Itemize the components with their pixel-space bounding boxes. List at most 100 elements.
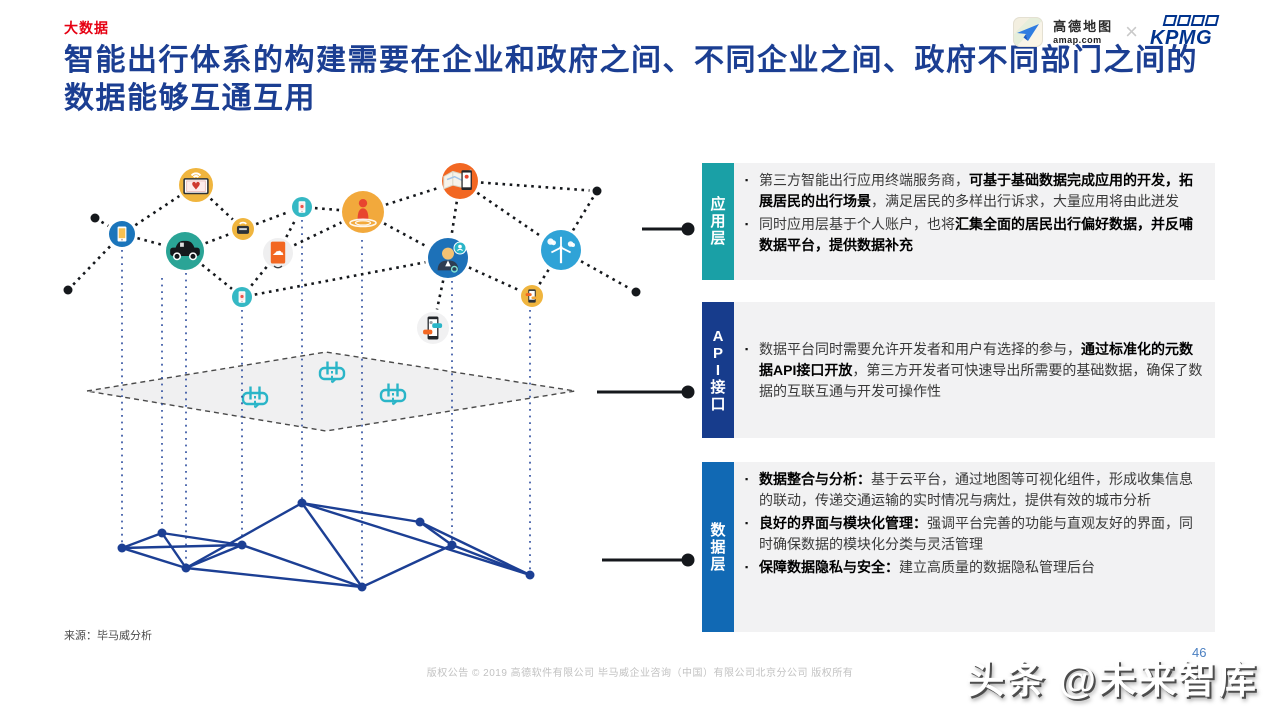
- header-logos: 高德地图 amap.com × KPMG: [1013, 14, 1220, 50]
- api-connector-icon: [318, 361, 346, 384]
- eyebrow-label: 大数据: [64, 20, 109, 36]
- bullet-text: 第三方智能出行应用终端服务商，可基于基础数据完成应用的开发，拓展居民的出行场景，…: [759, 172, 1193, 209]
- app-network-edge: [137, 236, 165, 247]
- car-service-node: [166, 232, 204, 270]
- layer-label: 应用层: [702, 163, 734, 280]
- data-mesh-node: [525, 570, 535, 580]
- data-mesh-edge: [301, 501, 531, 577]
- data-mesh-edge: [185, 566, 363, 589]
- amap-logo-icon: [1013, 17, 1044, 47]
- app-network-edge: [314, 206, 340, 212]
- app-network-edge: [255, 210, 291, 226]
- layer-label-char: 据: [710, 538, 726, 556]
- layer-connector: [597, 385, 695, 399]
- user-person-node: [342, 191, 384, 233]
- layer-label-char: 用: [710, 213, 726, 230]
- map-navigation-node: [442, 163, 478, 199]
- layer-label-char: 应: [710, 196, 726, 213]
- layer-label-char: 接: [710, 378, 726, 396]
- api-platform-diamond: [86, 351, 576, 432]
- layer-connector: [642, 222, 695, 236]
- user-account-node: [428, 238, 468, 278]
- app-network-edge: [249, 266, 268, 288]
- cloud-phone-node: ☁: [263, 238, 293, 269]
- kpmg-wordmark: KPMG: [1150, 26, 1212, 49]
- logo-separator: ×: [1125, 19, 1138, 44]
- bullet-item: ▪数据整合与分析：基于云平台，通过地图等可视化组件，形成收集信息的联动，传递交通…: [743, 469, 1203, 511]
- page-title-line: 智能出行体系的构建需要在企业和政府之间、不同企业之间、政府不同部门之间的: [64, 44, 1198, 77]
- mobile-app-node: [232, 287, 252, 307]
- app-network-edge: [134, 194, 181, 227]
- app-network-edge: [450, 201, 459, 236]
- bullet-text: 良好的界面与模块化管理：强调平台完善的功能与直观友好的界面，同时确保数据的模块化…: [759, 515, 1193, 552]
- network-dot: [592, 186, 602, 196]
- phone-app-node: [109, 221, 135, 247]
- kpmg-logo: KPMG: [1150, 14, 1220, 50]
- app-network-edge: [476, 191, 543, 239]
- layer-label: 数据层: [702, 462, 734, 632]
- page-number: 46: [1192, 645, 1207, 660]
- app-network-edge: [209, 197, 234, 221]
- layer-label-char: A: [712, 327, 724, 345]
- data-mesh-edge: [185, 501, 303, 570]
- data-mesh-edge: [361, 543, 453, 589]
- data-mesh-node: [181, 563, 191, 573]
- layer-label-char: 层: [710, 230, 726, 247]
- data-mesh-node: [117, 543, 127, 553]
- app-network-edge: [100, 220, 109, 227]
- bullet-text: 数据整合与分析：基于云平台，通过地图等可视化组件，形成收集信息的联动，传递交通运…: [759, 471, 1193, 508]
- mobile-app-node: [292, 197, 312, 217]
- bullet-item: ▪ 第三方智能出行应用终端服务商，可基于基础数据完成应用的开发，拓展居民的出行场景…: [743, 170, 1203, 212]
- app-network-edge: [385, 186, 441, 206]
- app-network-edge: [201, 263, 233, 290]
- app-network-edge: [480, 181, 590, 192]
- data-mesh-edge: [161, 532, 187, 569]
- svg-text:☁: ☁: [272, 244, 284, 258]
- amap-name: 高德地图: [1053, 18, 1114, 34]
- layer-label-char: I: [715, 361, 721, 379]
- bullet-marker: ▪: [745, 175, 749, 185]
- app-network-edge: [383, 222, 429, 249]
- data-mesh-edge: [419, 520, 531, 577]
- bullet-text: 同时应用层基于个人账户，也将汇集全面的居民出行偏好数据，并反哺数据平台，提供数据…: [759, 216, 1193, 253]
- data-mesh-node: [357, 582, 367, 592]
- layer-description: ▪ 数据整合与分析：基于云平台，通过地图等可视化组件，形成收集信息的联动，传递交通…: [734, 462, 1215, 632]
- bullet-item: ▪数据平台同时需要允许开发者和用户有选择的参与，通过标准化的元数据API接口开放…: [743, 339, 1203, 402]
- layer-description: ▪ 第三方智能出行应用终端服务商，可基于基础数据完成应用的开发，拓展居民的出行场景…: [734, 163, 1215, 280]
- watermark: 头条 @未来智库: [966, 660, 1258, 702]
- data-mesh-node: [447, 540, 457, 550]
- health-app-node: ♥: [179, 168, 213, 202]
- layer-label-char: P: [712, 344, 723, 362]
- app-network-edge: [285, 217, 298, 238]
- app-network-edge: [538, 268, 550, 285]
- bullet-marker: ▪: [745, 219, 749, 229]
- data-mesh-node: [415, 517, 425, 527]
- network-dot: [90, 213, 100, 223]
- page-title-line: 数据能够互通互用: [64, 82, 316, 115]
- data-mesh-edge: [121, 546, 187, 570]
- layer-label-char: 口: [710, 395, 726, 413]
- bullet-text: 数据平台同时需要允许开发者和用户有选择的参与，通过标准化的元数据API接口开放，…: [759, 340, 1203, 399]
- data-mesh-edge: [241, 543, 363, 589]
- paper-plane-icon: [1017, 24, 1040, 41]
- app-network-edge: [72, 244, 112, 286]
- data-mesh-node: [157, 528, 167, 538]
- app-network-edge: [254, 261, 426, 296]
- bullet-marker: ▪: [745, 518, 749, 528]
- data-mesh-node: [237, 540, 247, 550]
- app-network-edge: [571, 196, 595, 232]
- app-network-edge: [468, 266, 520, 292]
- page-title: 智能出行体系的构建需要在企业和政府之间、不同企业之间、政府不同部门之间的数据能够…: [64, 42, 1234, 118]
- api-connector-icon: [241, 386, 269, 409]
- data-mesh-edge: [451, 543, 531, 577]
- svg-text:♥: ♥: [191, 180, 200, 192]
- data-mesh-node: [297, 498, 307, 508]
- network-dot: [63, 285, 73, 295]
- data-mesh-edge: [121, 531, 163, 550]
- data-mesh-edge: [301, 502, 363, 588]
- layer-label-char: 数: [710, 521, 726, 539]
- layer-connector: [602, 553, 695, 567]
- section-application-layer: 应用层 ▪ 第三方智能出行应用终端服务商，可基于基础数据完成应用的开发，拓展居民的出…: [702, 163, 1215, 280]
